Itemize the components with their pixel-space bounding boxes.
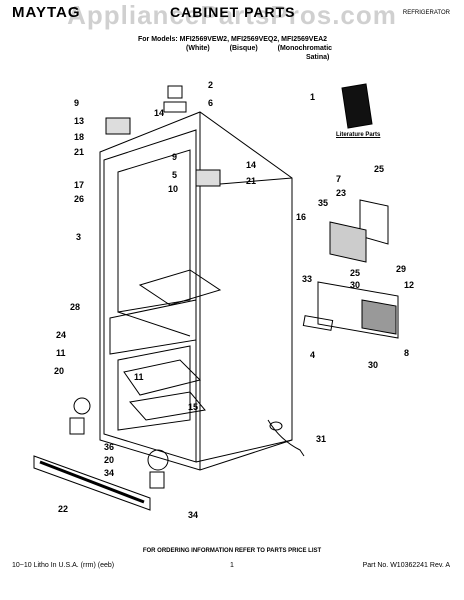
callout-26: 26 bbox=[74, 194, 84, 204]
ordering-note: FOR ORDERING INFORMATION REFER TO PARTS … bbox=[142, 548, 322, 554]
top-hinge-right bbox=[195, 169, 221, 187]
callout-20b: 20 bbox=[104, 455, 114, 465]
callout-34: 34 bbox=[104, 468, 114, 478]
callout-25b: 25 bbox=[350, 268, 360, 278]
page-title: CABINET PARTS bbox=[170, 4, 296, 20]
callout-9b: 9 bbox=[172, 152, 177, 162]
tube-31 bbox=[267, 419, 305, 457]
callout-30: 30 bbox=[350, 280, 360, 290]
callout-18: 18 bbox=[74, 132, 84, 142]
callout-21: 21 bbox=[74, 147, 84, 157]
callout-24: 24 bbox=[56, 330, 66, 340]
literature-booklet bbox=[341, 83, 373, 129]
brand-logo: MAYTAG bbox=[12, 4, 81, 21]
callout-3: 3 bbox=[76, 232, 81, 242]
callout-31: 31 bbox=[316, 434, 326, 444]
callout-33: 33 bbox=[302, 274, 312, 284]
roller-36 bbox=[73, 397, 91, 415]
callout-34b: 34 bbox=[188, 510, 198, 520]
callout-11: 11 bbox=[56, 348, 66, 358]
top-hinge-left bbox=[105, 117, 131, 135]
base-grille bbox=[33, 455, 151, 511]
color-satina: Satina) bbox=[306, 54, 330, 61]
grille-30 bbox=[361, 299, 397, 335]
callout-7: 7 bbox=[336, 174, 341, 184]
callout-14: 14 bbox=[154, 108, 164, 118]
callout-6: 6 bbox=[208, 98, 213, 108]
roller-34 bbox=[147, 449, 169, 471]
callout-13: 13 bbox=[74, 116, 84, 126]
callout-2: 2 bbox=[208, 80, 213, 90]
footer-litho: 10~10 Litho In U.S.A. (rrm) (eeb) bbox=[12, 562, 115, 569]
callout-16: 16 bbox=[296, 212, 306, 222]
header: AppliancePartsPros.com MAYTAG CABINET PA… bbox=[0, 0, 464, 30]
part-16 bbox=[329, 221, 367, 263]
callout-30b: 30 bbox=[368, 360, 378, 370]
part-33 bbox=[317, 281, 399, 339]
callout-5: 5 bbox=[172, 170, 177, 180]
callout-4: 4 bbox=[310, 350, 315, 360]
hinge-cover bbox=[167, 85, 183, 99]
callout-21b: 21 bbox=[246, 176, 256, 186]
callout-12: 12 bbox=[404, 280, 414, 290]
callout-10: 10 bbox=[168, 184, 178, 194]
callout-35: 35 bbox=[318, 198, 328, 208]
callout-20: 20 bbox=[54, 366, 64, 376]
model-list: For Models: MFI2569VEW2, MFI2569VEQ2, MF… bbox=[138, 36, 328, 43]
callout-8: 8 bbox=[404, 348, 409, 358]
callout-labels: 9 14 13 18 21 17 26 2 6 9 14 5 10 21 1 2… bbox=[54, 80, 414, 520]
callout-36: 36 bbox=[104, 442, 114, 452]
callout-22: 22 bbox=[58, 504, 68, 514]
literature-label: Literature Parts bbox=[336, 132, 381, 138]
watermark: AppliancePartsPros.com bbox=[67, 0, 397, 30]
callout-15: 15 bbox=[188, 402, 198, 412]
footer-part-no: Part No. W10362241 Rev. A bbox=[362, 562, 450, 569]
callout-17: 17 bbox=[74, 180, 84, 190]
mullion bbox=[109, 299, 197, 355]
callout-25: 25 bbox=[374, 164, 384, 174]
callout-1: 1 bbox=[310, 92, 315, 102]
color-list: (White) (Bisque) (Monochromatic bbox=[186, 45, 350, 52]
callout-28: 28 bbox=[70, 302, 80, 312]
color-bisque: (Bisque) bbox=[229, 45, 258, 52]
part-4 bbox=[302, 315, 334, 331]
callout-11b: 11 bbox=[134, 372, 144, 382]
callout-23: 23 bbox=[336, 188, 346, 198]
color-white: (White) bbox=[186, 45, 210, 52]
callout-9: 9 bbox=[74, 98, 79, 108]
appliance-type: REFRIGERATOR bbox=[402, 10, 450, 16]
color-mono: (Monochromatic bbox=[277, 45, 333, 52]
callout-14b: 14 bbox=[246, 160, 256, 170]
footer-page: 1 bbox=[230, 562, 234, 569]
part-23 bbox=[359, 199, 389, 245]
callout-29: 29 bbox=[396, 264, 406, 274]
